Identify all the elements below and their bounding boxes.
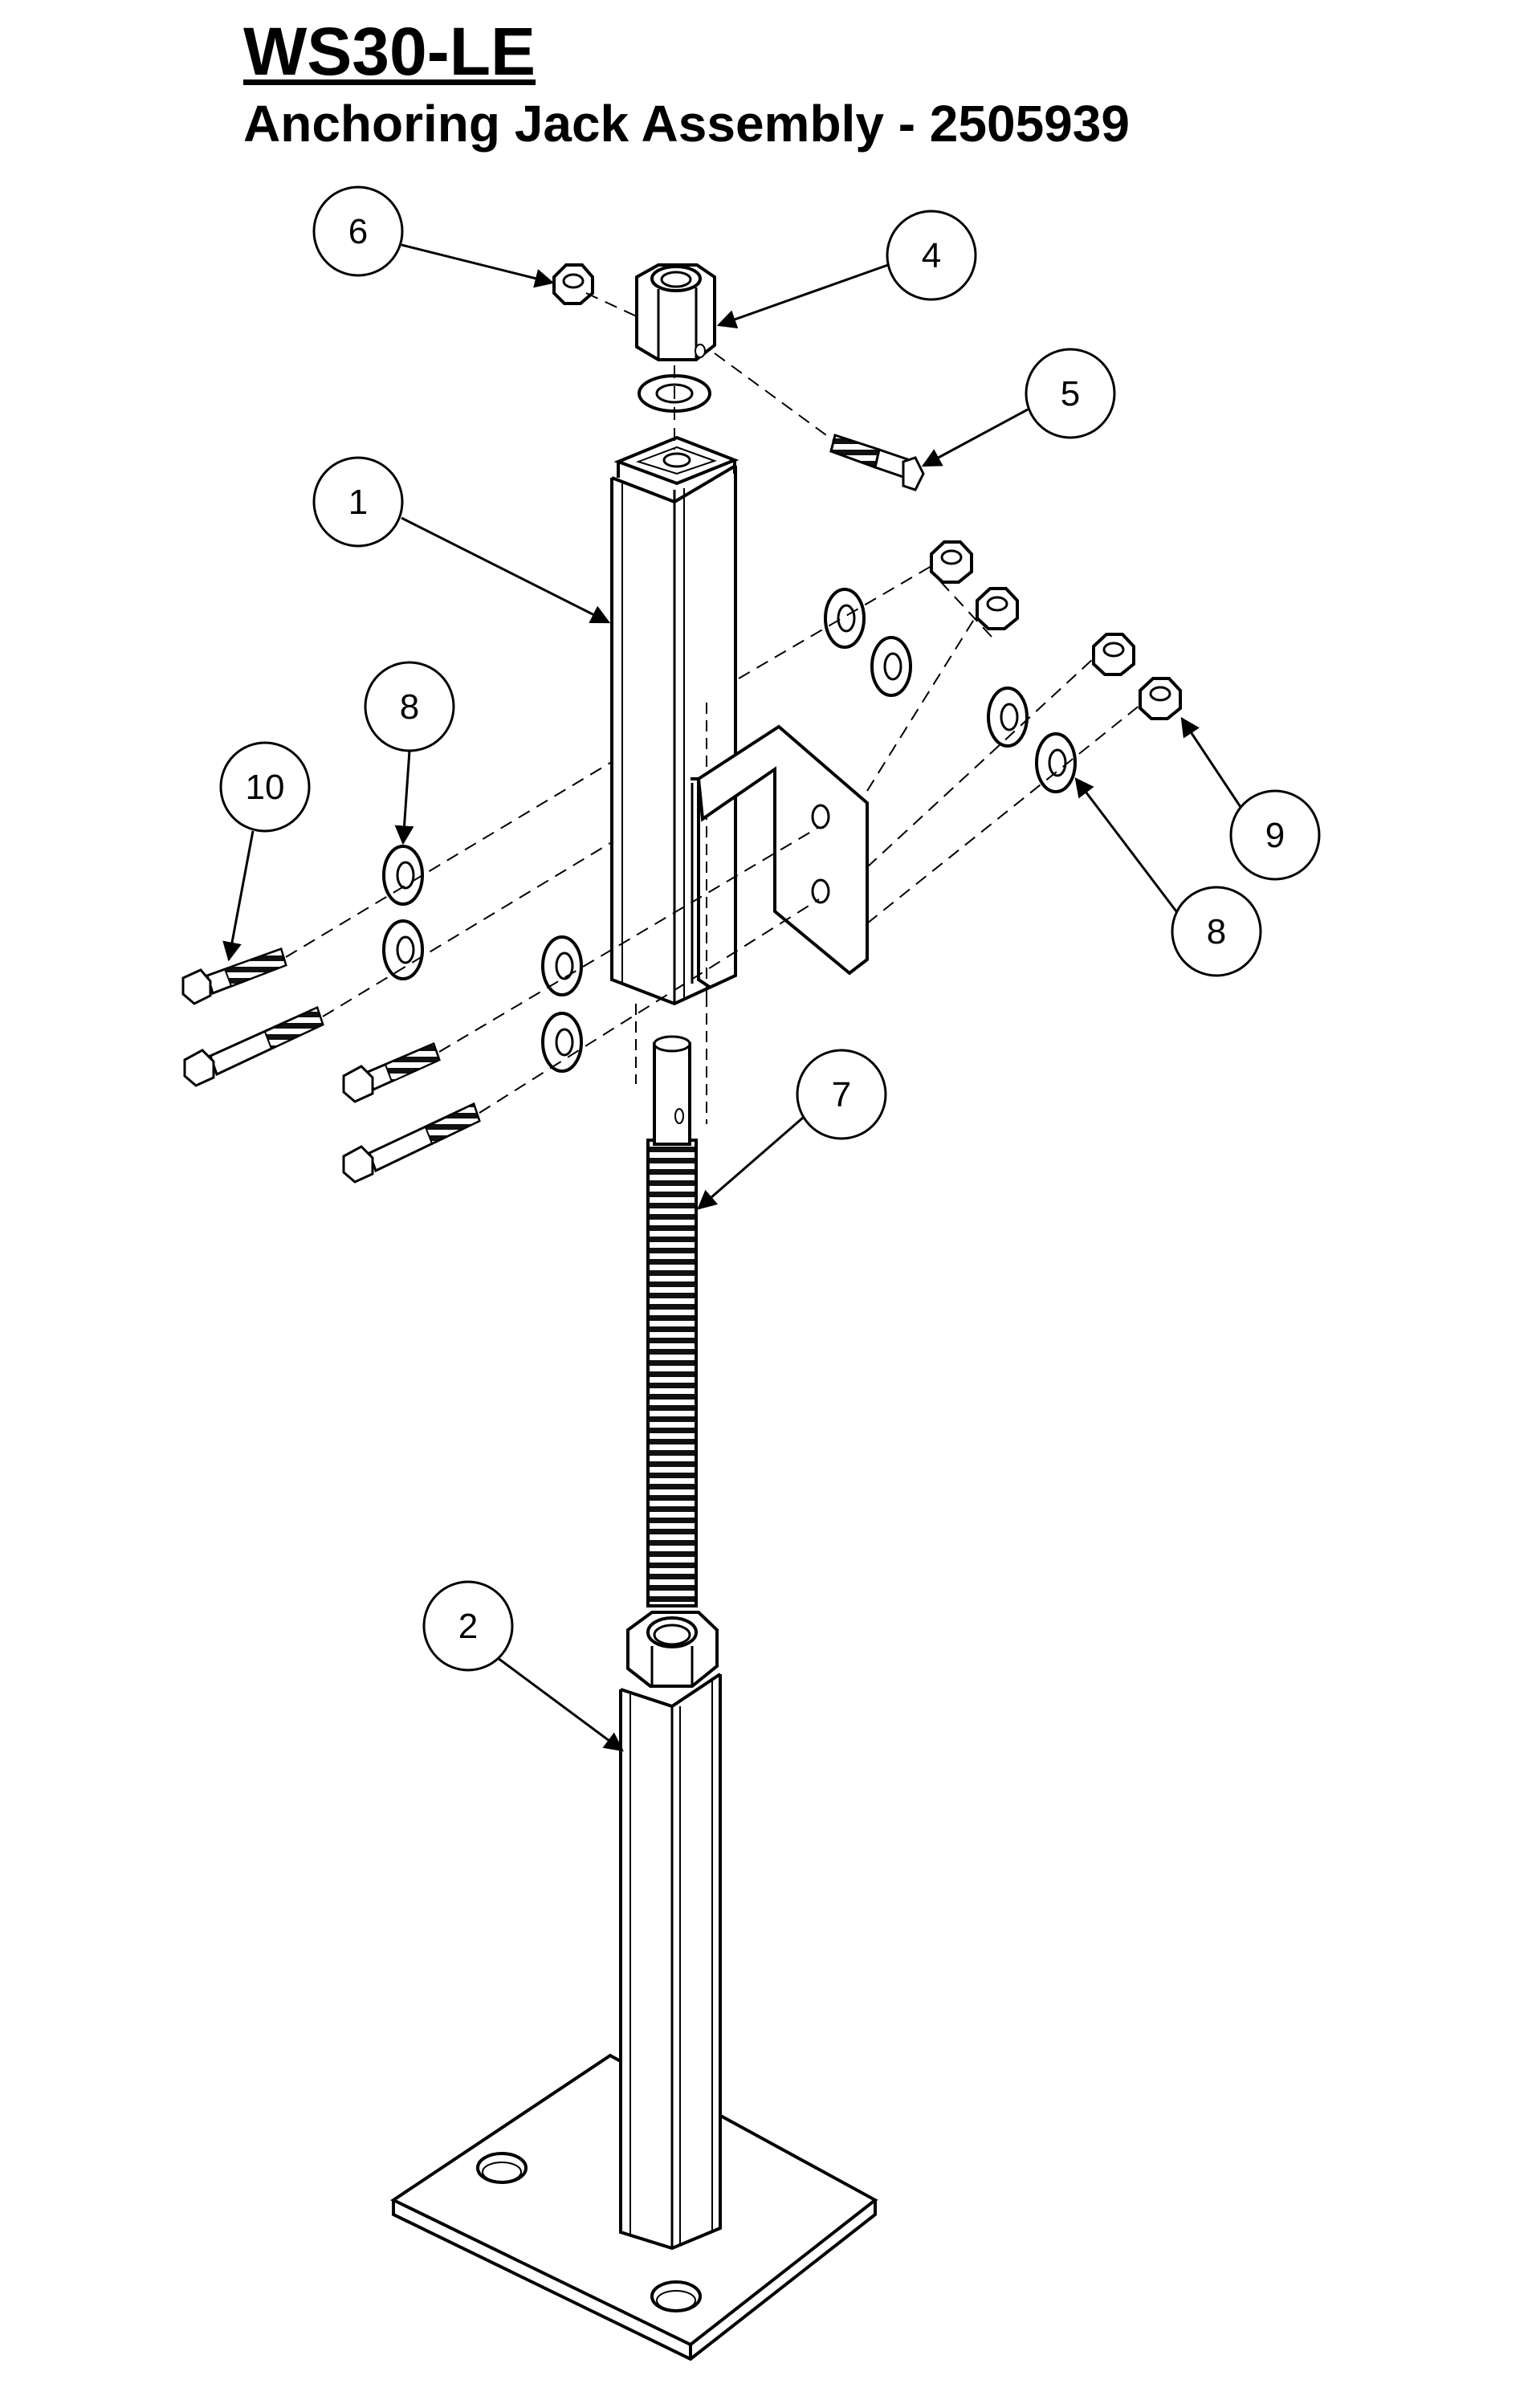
svg-text:10: 10 [246, 768, 285, 807]
callout-2: 2 [422, 1580, 624, 1752]
callout-4: 4 [716, 210, 977, 329]
lock-nuts [930, 540, 1182, 720]
callout-10: 10 [219, 741, 311, 962]
svg-text:8: 8 [1207, 912, 1226, 951]
flat-washers [382, 588, 1077, 1073]
hex-nut-large [626, 1611, 719, 1688]
angle-bracket [691, 724, 869, 989]
hex-bolts [181, 947, 481, 1184]
svg-text:2: 2 [458, 1607, 478, 1646]
svg-text:4: 4 [922, 236, 941, 275]
upper-tube [610, 435, 739, 1124]
small-nut-top [552, 263, 594, 305]
lower-tube [619, 1673, 722, 2251]
assembly-lines [285, 292, 1141, 1114]
svg-text:5: 5 [1061, 374, 1080, 414]
callout-1: 1 [312, 456, 611, 624]
threaded-cap [635, 263, 716, 361]
callout-8-right: 8 [1074, 777, 1262, 977]
callout-5: 5 [921, 348, 1116, 467]
drawing-subtitle: Anchoring Jack Assembly - 2505939 [243, 95, 1130, 153]
set-screw [829, 434, 925, 491]
callout-8-left: 8 [364, 661, 455, 845]
svg-text:1: 1 [348, 483, 368, 522]
callout-9: 9 [1180, 717, 1321, 881]
svg-text:7: 7 [832, 1075, 851, 1114]
callout-7: 7 [697, 1049, 887, 1210]
svg-text:9: 9 [1265, 816, 1285, 855]
svg-text:6: 6 [348, 212, 368, 251]
callout-6: 6 [312, 185, 555, 288]
svg-text:8: 8 [400, 687, 419, 727]
drawing-title: WS30-LE [243, 14, 536, 89]
threaded-rod [646, 1035, 698, 1607]
